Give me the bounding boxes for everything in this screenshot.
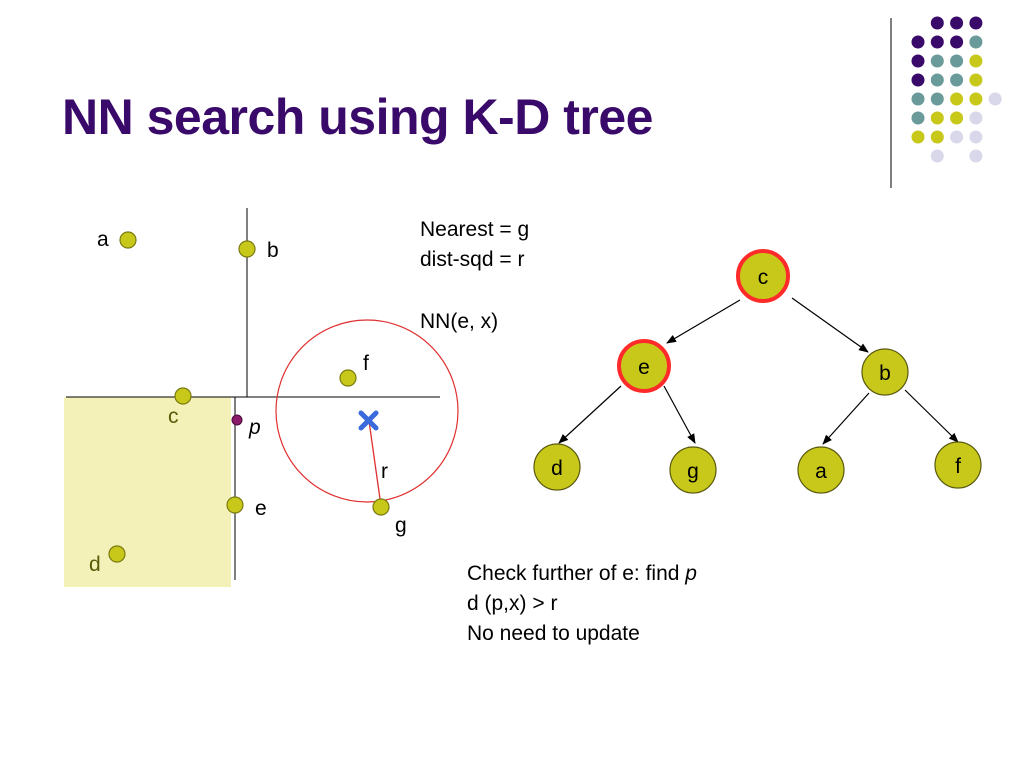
tree-node-a-label: a — [815, 460, 827, 483]
decorative-dot — [969, 73, 983, 87]
note-line-3: No need to update — [467, 622, 640, 645]
label-d: d — [89, 553, 101, 576]
label-r: r — [381, 460, 388, 483]
tree-node-e — [617, 339, 671, 393]
label-a: a — [97, 228, 109, 251]
decorative-dot — [969, 54, 983, 68]
query-point-x-icon — [358, 410, 379, 431]
decorative-dot — [930, 16, 944, 30]
point-e — [226, 496, 244, 514]
note-line-1: Check further of e: find p — [467, 559, 697, 589]
radius-line — [368, 420, 382, 507]
decorative-dot — [950, 92, 964, 106]
decorative-dot — [911, 111, 925, 125]
label-g: g — [395, 514, 407, 537]
decorative-dot — [930, 73, 944, 87]
tree-node-b — [861, 348, 909, 396]
decorative-dot — [969, 92, 983, 106]
tree-edges — [558, 297, 959, 445]
tree-node-e-label: e — [638, 356, 650, 379]
label-e: e — [255, 497, 267, 520]
label-f: f — [363, 352, 369, 375]
tree-node-c-label: c — [758, 266, 769, 289]
tree-node-g — [669, 446, 717, 494]
tree-node-d-label: d — [551, 457, 563, 480]
decorative-dot — [988, 92, 1002, 106]
nearest-text: Nearest = g — [420, 218, 530, 241]
decorative-dot — [969, 35, 983, 49]
tree-node-c — [736, 249, 790, 303]
slide-title: NN search using K-D tree — [62, 89, 653, 145]
decorative-dot — [969, 130, 983, 144]
label-p: p — [248, 416, 261, 439]
decorative-dot — [911, 35, 925, 49]
decorative-dot-grid — [911, 16, 1002, 163]
decorative-dot — [950, 16, 964, 30]
decorative-dot — [969, 149, 983, 163]
decorative-dot — [950, 111, 964, 125]
point-b — [238, 240, 256, 258]
decorative-dot — [930, 54, 944, 68]
point-g — [372, 498, 390, 516]
decorative-dot — [950, 35, 964, 49]
note-line-1-prefix: Check further of e: find — [467, 562, 686, 585]
label-c: c — [168, 405, 179, 428]
point-a — [119, 231, 137, 249]
decorative-dot — [930, 92, 944, 106]
point-d — [108, 545, 126, 563]
point-c — [174, 387, 192, 405]
tree-node-d — [533, 443, 581, 491]
decorative-dot — [911, 73, 925, 87]
tree-node-g-label: g — [687, 460, 699, 483]
decorative-dot — [969, 111, 983, 125]
tree-node-b-label: b — [879, 362, 891, 385]
decorative-dot — [930, 130, 944, 144]
dist-sqd-text: dist-sqd = r — [420, 248, 525, 271]
decorative-dot — [969, 16, 983, 30]
decorative-dot — [950, 130, 964, 144]
decorative-dot — [930, 149, 944, 163]
tree-node-a — [797, 446, 845, 494]
decorative-dot — [930, 111, 944, 125]
search-radius-circle — [275, 319, 459, 503]
point-p — [231, 414, 243, 426]
point-f — [339, 369, 357, 387]
note-line-2: d (p,x) > r — [467, 592, 558, 615]
decorative-dot — [950, 54, 964, 68]
nn-call-text: NN(e, x) — [420, 310, 499, 333]
tree-node-f — [934, 441, 982, 489]
label-b: b — [267, 239, 279, 262]
decorative-dot — [930, 35, 944, 49]
decorative-dot — [911, 92, 925, 106]
query-region — [64, 397, 231, 587]
decorative-dot — [911, 54, 925, 68]
tree-node-f-label: f — [955, 455, 961, 478]
note-line-1-italic: p — [685, 562, 697, 585]
decorative-dot — [911, 130, 925, 144]
decorative-dot — [950, 73, 964, 87]
